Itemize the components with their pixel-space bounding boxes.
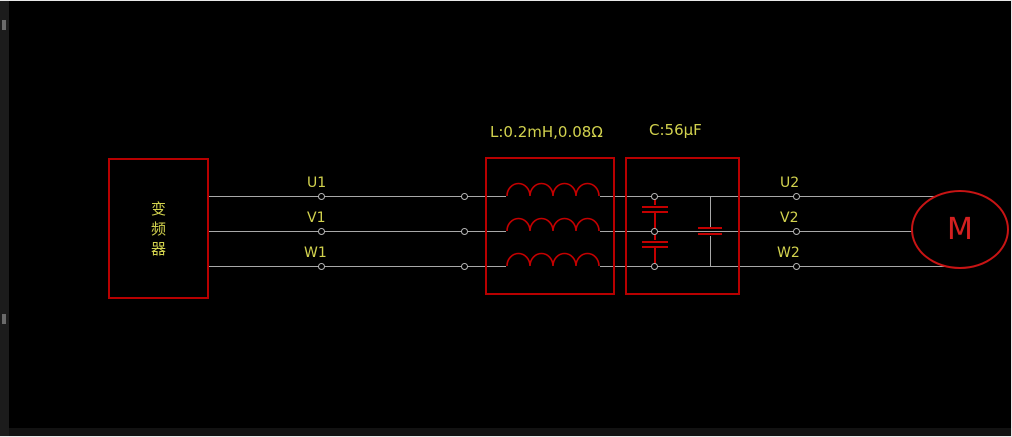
phase-label-w1[interactable]: W1 [304,245,327,261]
inverter-label-char: 变 [150,199,166,218]
inductor-coil-w[interactable] [506,252,600,268]
connection-node[interactable] [793,263,800,270]
phase-label-v1[interactable]: V1 [307,210,326,226]
capacitor-plate[interactable] [698,233,722,235]
inverter-label[interactable]: 变 频 器 [108,158,209,299]
capacitor-value-label[interactable]: C:56μF [649,121,702,139]
capacitor-box[interactable] [625,157,740,295]
capacitor-plate[interactable] [642,246,668,248]
screen-edge-artifact [2,314,6,324]
capacitor-lead[interactable] [654,248,656,266]
connection-node[interactable] [461,193,468,200]
screen-edge-artifact [2,20,6,30]
connection-node[interactable] [461,228,468,235]
capacitor-lead[interactable] [654,196,656,205]
coil-icon [506,252,600,267]
motor-symbol[interactable]: M [911,190,1009,269]
connection-node[interactable] [318,263,325,270]
coil-icon [506,217,600,232]
inverter-label-char: 器 [150,239,166,258]
phase-label-w2[interactable]: W2 [777,245,800,261]
inductor-value-label[interactable]: L:0.2mH,0.08Ω [490,123,603,141]
connection-node[interactable] [461,263,468,270]
connection-node[interactable] [793,193,800,200]
connection-node[interactable] [651,228,658,235]
inductor-coil-u[interactable] [506,182,600,198]
connection-node[interactable] [318,193,325,200]
capacitor-lead[interactable] [654,231,656,240]
capacitor-plate[interactable] [642,241,668,243]
inverter-label-char: 频 [150,219,166,238]
motor-label: M [947,211,973,247]
phase-label-u1[interactable]: U1 [307,175,327,191]
canvas-bottom-strip [9,428,1011,436]
capacitor-branch-lead[interactable] [710,196,711,227]
inverter-box[interactable] [108,158,209,299]
capacitor-branch-lead[interactable] [710,236,711,266]
inductor-box[interactable] [485,157,615,295]
capacitor-lead[interactable] [654,213,656,231]
capacitor-plate[interactable] [642,206,668,208]
capacitor-plate[interactable] [642,211,668,213]
connection-node[interactable] [651,193,658,200]
connection-node[interactable] [793,228,800,235]
capacitor-plate[interactable] [698,227,722,229]
canvas-top-edge [0,0,1012,1]
coil-icon [506,182,600,197]
canvas-left-strip [0,1,9,436]
inductor-coil-v[interactable] [506,217,600,233]
connection-node[interactable] [651,263,658,270]
connection-node[interactable] [318,228,325,235]
phase-label-v2[interactable]: V2 [780,210,799,226]
phase-label-u2[interactable]: U2 [780,175,800,191]
